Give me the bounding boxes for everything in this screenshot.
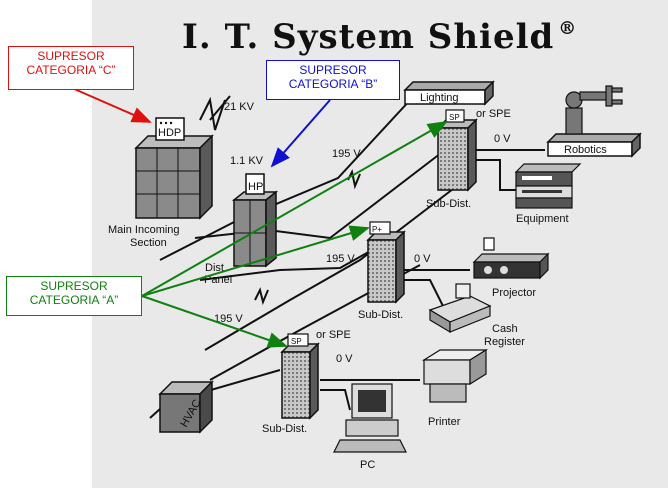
voltage-21kv: 21 KV	[224, 101, 255, 113]
hp-label: HP	[248, 181, 263, 193]
or-spe-label-3: or SPE	[316, 329, 351, 341]
sub-dist-label-1: Sub-Dist.	[426, 198, 471, 210]
printer-unit	[421, 348, 489, 403]
robot-arm-icon	[565, 85, 623, 135]
main-incoming-label-2: Section	[130, 237, 167, 249]
voltage-195v-2: 195 V	[326, 253, 355, 265]
callout-category-a: SUPRESOR CATEGORIA “A”	[6, 276, 142, 316]
robotics-label: Robotics	[564, 144, 607, 156]
main-incoming-section: HDP	[134, 117, 214, 220]
arrow-category-c	[71, 87, 152, 123]
arrows-category-a	[141, 121, 448, 348]
robotics-unit: Robotics	[546, 85, 642, 158]
callout-category-b: SUPRESOR CATEGORIA “B”	[266, 60, 400, 100]
equipment-unit	[514, 163, 582, 209]
pc-unit	[333, 383, 407, 453]
sp-label-1: SP	[449, 113, 460, 122]
sub-dist-2: P+	[366, 221, 406, 304]
projector-label: Projector	[492, 287, 536, 299]
sub-dist-3: SP	[280, 333, 320, 420]
sp-label-3: SP	[291, 337, 302, 346]
voltage-195v-3: 195 V	[214, 313, 243, 325]
dist-panel: HP	[231, 173, 279, 268]
voltage-0v-1: 0 V	[494, 133, 511, 145]
main-incoming-label-1: Main Incoming	[108, 224, 180, 236]
hdp-label: HDP	[158, 127, 181, 139]
callout-a-line1: SUPRESOR	[40, 279, 108, 293]
callout-c-line1: SUPRESOR	[37, 49, 105, 63]
voltage-0v-3: 0 V	[336, 353, 353, 365]
projector-unit	[472, 237, 550, 280]
hvac-unit: HVAC	[158, 380, 214, 434]
callout-b-line1: SUPRESOR	[299, 63, 367, 77]
hp-suppressor	[245, 173, 265, 195]
arrow-category-b	[270, 99, 331, 168]
lighting-label: Lighting	[420, 92, 459, 104]
dist-label-2: Panel	[204, 274, 232, 286]
voltage-0v-2: 0 V	[414, 253, 431, 265]
equipment-label: Equipment	[516, 213, 569, 225]
cash-label-2: Register	[484, 336, 525, 348]
cash-label-1: Cash	[492, 323, 518, 335]
hdp-suppressor	[155, 117, 185, 141]
cash-register-unit	[428, 283, 492, 334]
sub-dist-1: SP	[436, 109, 478, 192]
lighting-box: Lighting	[403, 80, 495, 106]
callout-a-line2: CATEGORIA “A”	[29, 293, 119, 307]
callout-category-c: SUPRESOR CATEGORIA “C”	[8, 46, 134, 90]
pc-label: PC	[360, 459, 375, 471]
callout-b-line2: CATEGORIA “B”	[288, 77, 378, 91]
voltage-1-1kv: 1.1 KV	[230, 155, 264, 167]
sub-dist-label-3: Sub-Dist.	[262, 423, 307, 435]
dist-label-1: Dist	[205, 262, 224, 274]
p-plus-label: P+	[372, 225, 382, 234]
sub-dist-label-2: Sub-Dist.	[358, 309, 403, 321]
or-spe-label-1: or SPE	[476, 108, 511, 120]
callout-c-line2: CATEGORIA “C”	[26, 63, 116, 77]
diagram-title: I. T. System Shield®	[182, 17, 577, 57]
voltage-195v-1: 195 V	[332, 148, 361, 160]
printer-label: Printer	[428, 416, 461, 428]
